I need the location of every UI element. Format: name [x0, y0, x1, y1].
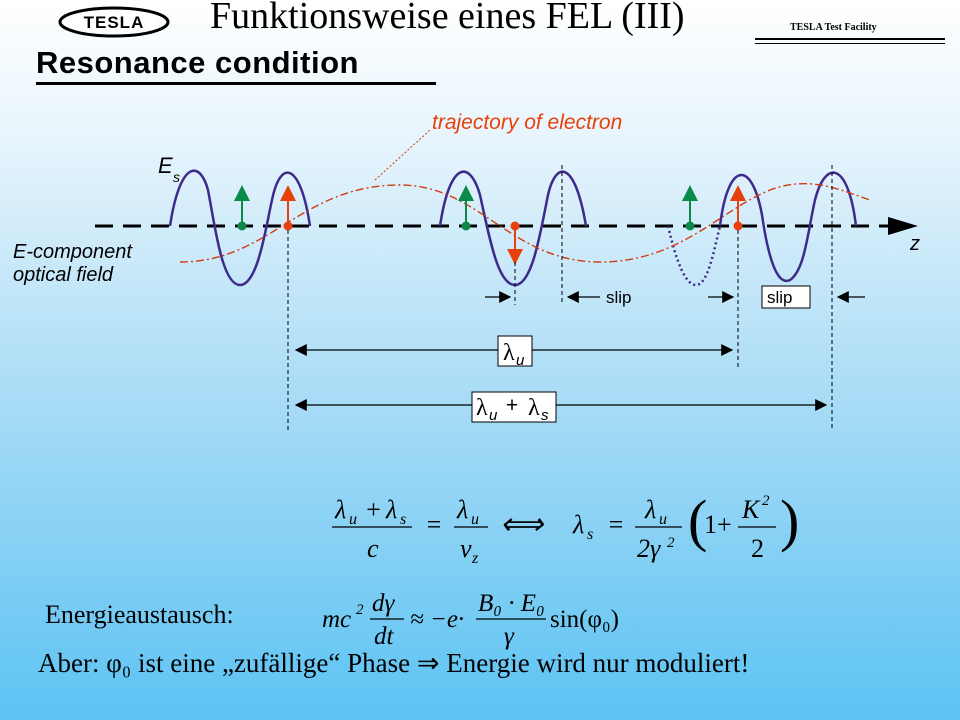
- eq1-den2: v: [460, 534, 472, 563]
- eq1-eq2: =: [607, 510, 625, 539]
- lambda-sum-a: λ: [476, 395, 488, 421]
- facility-label: TESLA Test Facility: [790, 22, 877, 33]
- eq1-lparen: (: [688, 488, 707, 553]
- electron-red-3: [733, 221, 743, 231]
- eq1-two: 2: [751, 534, 764, 563]
- eq1-one-plus: 1+: [704, 510, 732, 539]
- section-heading: Resonance condition: [36, 45, 359, 80]
- eq1-K-sup: 2: [762, 493, 770, 509]
- eq2-sin: sin(φ₀): [550, 606, 619, 633]
- eq1-rparen: ): [780, 488, 799, 553]
- energy-exchange-label: Energieaustausch:: [45, 600, 234, 629]
- eq1-num4-sub: u: [659, 511, 667, 528]
- eq2-b0e0: B₀ · E₀: [478, 590, 545, 617]
- eq1-num2-sub: s: [400, 511, 406, 528]
- electron-green-3: [685, 221, 695, 231]
- eq1-den4: 2γ: [637, 534, 661, 563]
- eq2-dgamma: dγ: [372, 590, 396, 617]
- lambda-sum-a-sub: u: [489, 407, 498, 424]
- eq1-den2-sub: z: [471, 550, 479, 567]
- eq1-eq: =: [425, 510, 443, 539]
- eq1-ls: λ: [572, 510, 584, 539]
- eq1-num3-sub: u: [471, 511, 479, 528]
- eq1-den4-sup: 2: [667, 535, 675, 551]
- eq1-ls-sub: s: [587, 526, 593, 543]
- optical-wave-3: [718, 171, 858, 283]
- z-axis-arrowhead: [888, 217, 918, 235]
- eq2-lhs: mc: [322, 606, 351, 633]
- eq2-gamma: γ: [504, 623, 515, 650]
- slip-label-1: slip: [606, 288, 632, 307]
- eq1-den: c: [367, 534, 379, 563]
- slip-box-2: [761, 285, 811, 309]
- optical-wave-3-dotted: [666, 225, 722, 287]
- tesla-logo: TESLA: [58, 6, 170, 38]
- lambda-sum-plus: +: [500, 394, 524, 417]
- electron-red-1: [283, 221, 293, 231]
- lambda-u-sub: u: [516, 352, 525, 369]
- slip-label-2: slip: [767, 288, 793, 307]
- electron-trajectory: [179, 183, 871, 263]
- lambda-u-label: λ: [503, 340, 515, 366]
- energy-equation: mc 2 dγ dt ≈ −e· B₀ · E₀ γ sin(φ₀): [322, 590, 619, 650]
- aber-statement: Aber: φ₀ ist eine „zufällige“ Phase ⇒ En…: [38, 648, 750, 678]
- eq2-dt: dt: [374, 623, 395, 650]
- ecomp-line2: optical field: [13, 264, 114, 286]
- logo-text: TESLA: [84, 13, 145, 32]
- eq1-plus: +: [358, 495, 389, 524]
- eq2-approx: ≈ −e·: [410, 606, 464, 633]
- trajectory-label: trajectory of electron: [432, 111, 622, 134]
- trajectory-pointer: [374, 129, 431, 181]
- eq1-num1: λ: [334, 495, 346, 524]
- page-title: Funktionsweise eines FEL (III): [210, 0, 685, 37]
- heading-underline: [36, 82, 436, 85]
- lambda-sum-b: λ: [528, 395, 540, 421]
- eq1-K: K: [741, 495, 761, 524]
- eq1-num2: λ: [385, 495, 397, 524]
- eq1-num3: λ: [456, 495, 468, 524]
- electron-red-2: [510, 221, 520, 231]
- es-sub: s: [173, 169, 180, 185]
- z-label: z: [909, 233, 920, 255]
- header-rule-thin: [755, 43, 945, 44]
- electron-green-2: [461, 221, 471, 231]
- eq2-lhs-sup: 2: [356, 602, 364, 618]
- eq1-iff: ⟺: [500, 508, 545, 541]
- resonance-equation: λ u + λ s c = λ u v z ⟺ λ s = λ u 2γ 2 (…: [332, 488, 799, 567]
- eq1-num1-sub: u: [349, 511, 357, 528]
- ecomp-line1: E-component: [13, 241, 133, 263]
- es-label: E: [158, 153, 173, 178]
- header-rule: [755, 38, 945, 40]
- electron-green-1: [237, 221, 247, 231]
- optical-wave-1: [168, 169, 312, 287]
- lambda-sum-b-sub: s: [541, 407, 549, 424]
- eq1-num4: λ: [644, 495, 656, 524]
